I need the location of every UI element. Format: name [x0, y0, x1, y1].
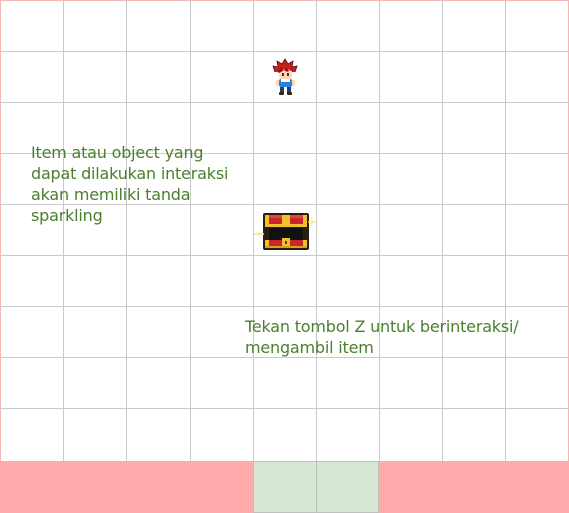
floor-strip — [0, 461, 569, 513]
sparkle-hint-text: Item atau object yang dapat dilakukan in… — [31, 143, 229, 225]
safe-floor-tiles — [253, 461, 379, 513]
safe-floor-divider — [316, 462, 317, 512]
interact-key-hint-text: Tekan tombol Z untuk berinteraksi/ menga… — [245, 317, 519, 357]
treasure-chest-icon[interactable] — [254, 210, 316, 254]
danger-floor-left — [0, 461, 253, 513]
danger-floor-right — [379, 461, 569, 513]
player-character-icon[interactable] — [270, 58, 300, 96]
